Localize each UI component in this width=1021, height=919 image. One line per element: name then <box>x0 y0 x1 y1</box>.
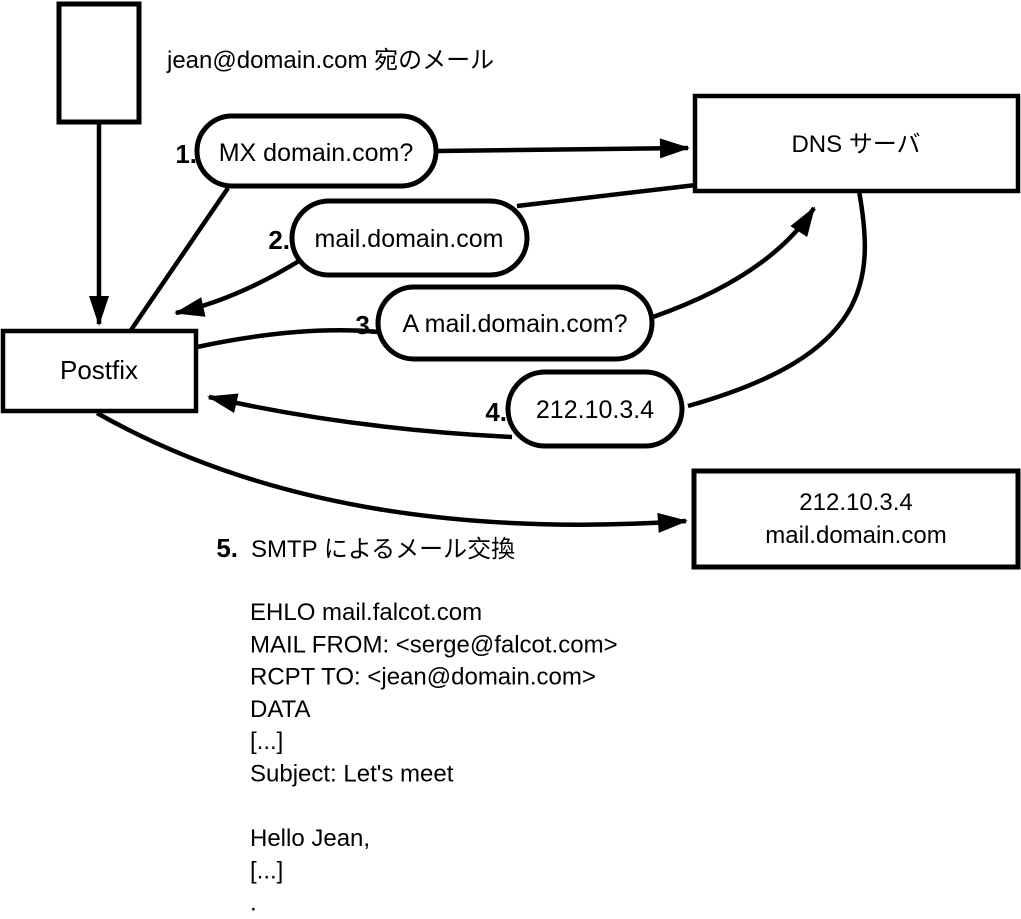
step-2-number: 2. <box>268 225 290 255</box>
mail-server-hostname: mail.domain.com <box>765 522 946 549</box>
smtp-line: RCPT TO: <jean@domain.com> <box>250 664 596 691</box>
step-3-pill <box>375 284 655 362</box>
step-4-label: 212.10.3.4 <box>536 396 654 424</box>
step-3: 3. A mail.domain.com? <box>355 284 655 362</box>
step-3-number: 3. <box>355 310 377 340</box>
smtp-line: DATA <box>250 696 310 723</box>
step-2-label: mail.domain.com <box>315 225 504 253</box>
step-1-pill <box>194 113 439 189</box>
step-1-number: 1. <box>175 139 197 169</box>
smtp-line: Subject: Let's meet <box>250 761 454 788</box>
envelope-node <box>56 1 142 125</box>
mail-server-ip: 212.10.3.4 <box>799 489 912 516</box>
line-postfix-to-step3 <box>196 328 380 350</box>
smtp-line: . <box>250 890 257 917</box>
step-4: 4. 212.10.3.4 <box>485 369 685 449</box>
line-dns-to-step2 <box>516 182 697 209</box>
smtp-line: [...] <box>250 857 283 884</box>
step-4-number: 4. <box>485 397 507 427</box>
mail-server-box <box>691 468 1021 570</box>
step-4-pill <box>505 369 685 449</box>
dns-server-box <box>692 93 1021 194</box>
postfix-box <box>0 328 199 414</box>
arrow-step1-to-dns <box>436 138 690 159</box>
envelope-box <box>56 1 142 125</box>
dns-server-node: DNS サーバ <box>692 93 1021 194</box>
line-postfix-to-step1 <box>129 186 230 332</box>
step-1-label: MX domain.com? <box>219 139 414 167</box>
smtp-transcript: EHLO mail.falcot.com MAIL FROM: <serge@f… <box>250 599 618 917</box>
postfix-node: Postfix <box>0 328 199 414</box>
step-2-pill <box>289 198 530 278</box>
arrow-postfix-to-mailserver <box>95 411 688 533</box>
step-5-label: SMTP によるメール交換 <box>251 536 515 563</box>
step-5: 5. SMTP によるメール交換 <box>216 533 515 563</box>
connectors <box>89 123 868 533</box>
step-5-number: 5. <box>216 533 238 563</box>
arrow-step2-to-postfix <box>174 259 301 317</box>
step-3-label: A mail.domain.com? <box>402 310 627 338</box>
mail-to-label: jean@domain.com 宛のメール <box>166 47 494 74</box>
postfix-label: Postfix <box>60 355 138 385</box>
step-2: 2. mail.domain.com <box>268 198 530 278</box>
dns-server-label: DNS サーバ <box>791 131 920 158</box>
smtp-line: Hello Jean, <box>250 825 370 852</box>
smtp-line: [...] <box>250 728 283 755</box>
mail-server-node: 212.10.3.4 mail.domain.com <box>691 468 1021 570</box>
smtp-line: MAIL FROM: <serge@falcot.com> <box>250 631 618 658</box>
step-1: 1. MX domain.com? <box>175 113 439 189</box>
smtp-line: EHLO mail.falcot.com <box>250 599 482 626</box>
arrow-step3-to-dns <box>652 206 816 320</box>
line-dns-to-step4 <box>687 190 868 409</box>
arrow-step4-to-postfix <box>207 393 513 440</box>
